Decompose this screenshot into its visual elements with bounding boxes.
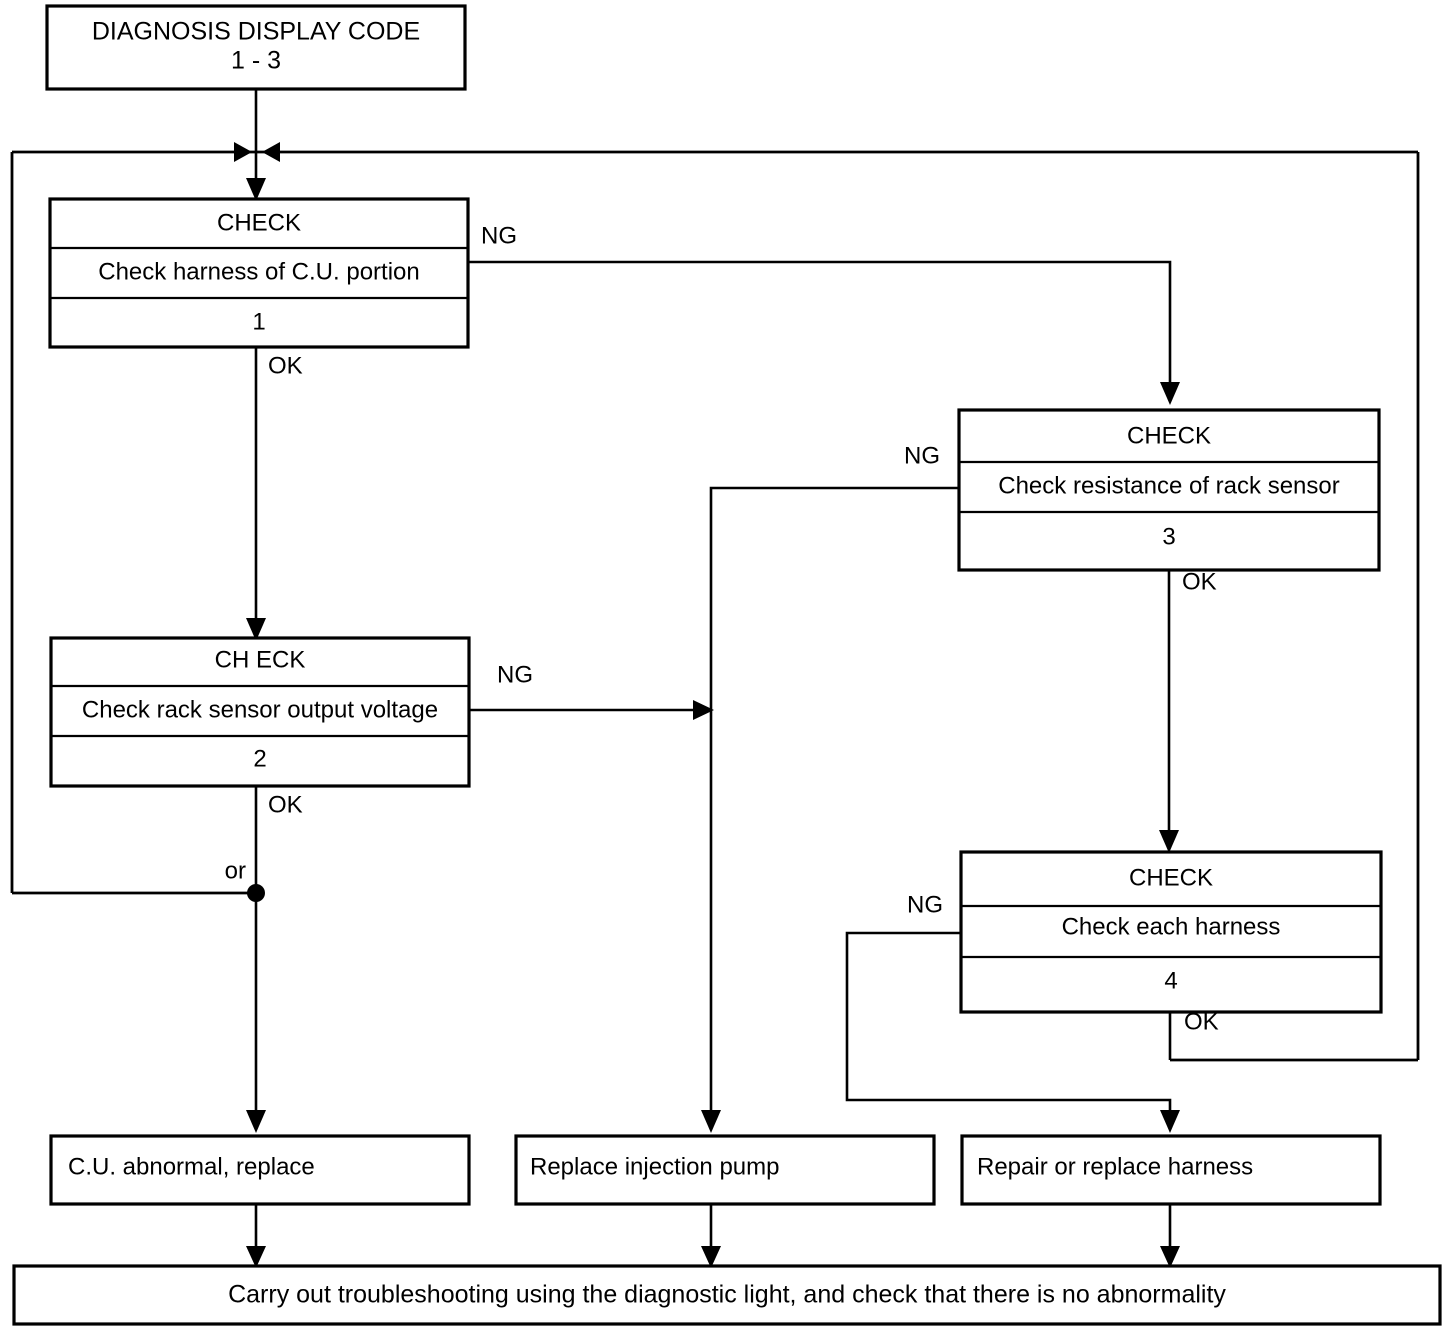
check2-number: 2 [253,745,266,772]
check2-body: Check rack sensor output voltage [82,696,438,723]
result-cu-entry-arrowhead [246,1110,266,1133]
outer-loop-frame [10,142,1420,1062]
check4-entry-arrowhead [1159,830,1179,853]
result-box-harness: Repair or replace harness [960,1134,1382,1206]
check-box-3: CHECK Check resistance of rack sensor 3 [957,408,1381,572]
check2-header: CH ECK [215,646,306,673]
check2-ng-arrowhead [693,700,714,720]
check3-rect [957,408,1381,572]
final-entry-arrowhead-1 [246,1246,266,1268]
check2-entry-arrowhead [246,618,266,641]
junction-or-label: or [225,857,246,884]
check1-ok-label: OK [268,352,303,379]
check4-ok-label: OK [1184,1008,1219,1035]
check4-ng-label: NG [907,891,943,918]
result-pump-entry-arrowhead [701,1110,721,1133]
result-pump-label: Replace injection pump [530,1153,779,1180]
final-label: Carry out troubleshooting using the diag… [228,1281,1226,1309]
check-box-2: CH ECK Check rack sensor output voltage … [49,636,471,788]
check-box-4: CHECK Check each harness 4 [959,850,1383,1014]
check4-header: CHECK [1129,864,1213,891]
result-harness-label: Repair or replace harness [977,1153,1253,1180]
final-rect [12,1264,1442,1326]
check1-ng-label: NG [481,222,517,249]
check1-rect [48,197,470,349]
check4-number: 4 [1164,967,1177,994]
result-harness-rect [960,1134,1382,1206]
start-title-line2: 1 - 3 [231,47,281,75]
check2-ng-label: NG [497,661,533,688]
final-entry-arrowhead-2 [701,1246,721,1268]
check3-ok-label: OK [1182,568,1217,595]
check1-number: 1 [252,308,265,335]
or-junction-dot [247,884,265,902]
check1-ng-path [468,260,1172,400]
result-cu-rect [49,1134,471,1206]
check2-rect [49,636,471,788]
check3-ng-label: NG [904,442,940,469]
loop-right-arrowhead [262,142,280,162]
check2-ok-label: OK [268,791,303,818]
result-box-cu: C.U. abnormal, replace [49,1134,471,1206]
check1-body: Check harness of C.U. portion [98,258,419,285]
check3-entry-arrowhead [1160,382,1180,405]
start-title-line1: DIAGNOSIS DISPLAY CODE [92,18,420,46]
check3-body: Check resistance of rack sensor [998,472,1339,499]
result-harness-entry-arrowhead [1160,1110,1180,1133]
check3-number: 3 [1162,523,1175,550]
check3-header: CHECK [1127,422,1211,449]
check1-entry-arrowhead [246,178,266,201]
check4-ng-path [845,931,1172,1128]
loop-left-arrowhead [234,142,252,162]
check4-body: Check each harness [1062,913,1281,940]
check-box-1: CHECK Check harness of C.U. portion 1 [48,197,470,349]
final-entry-arrowhead-3 [1160,1246,1180,1268]
check1-header: CHECK [217,209,301,236]
start-box-rect [45,4,467,91]
check3-ng-path [709,486,959,1128]
start-box: DIAGNOSIS DISPLAY CODE 1 - 3 [45,4,467,91]
final-box: Carry out troubleshooting using the diag… [12,1264,1442,1326]
result-pump-rect [514,1134,936,1206]
result-cu-label: C.U. abnormal, replace [68,1153,315,1180]
check4-rect [959,850,1383,1014]
result-box-pump: Replace injection pump [514,1134,936,1206]
